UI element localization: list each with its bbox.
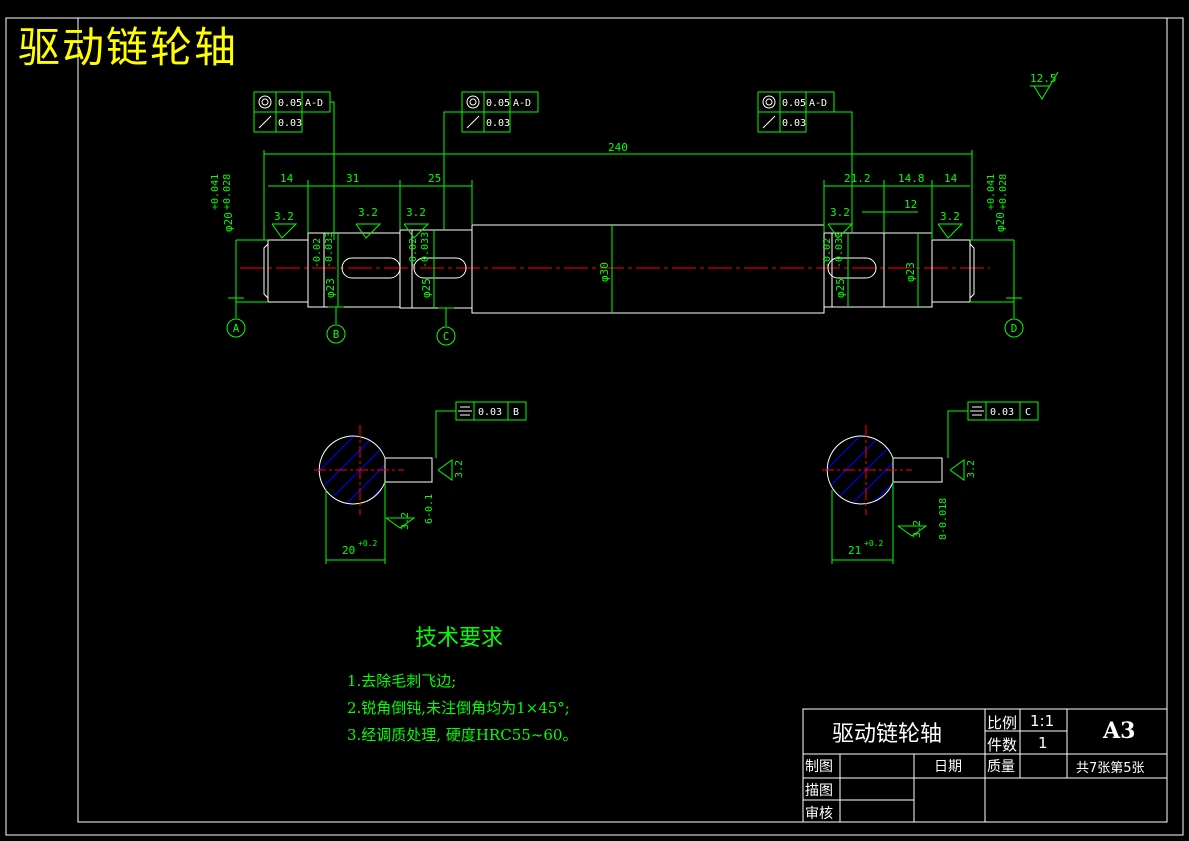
tech-item-2: 2.锐角倒钝,未注倒角均为1×45°; xyxy=(347,699,570,717)
drawing-title: 驱动链轮轴 xyxy=(18,23,239,72)
sec-b-key-width: 20 xyxy=(342,544,355,557)
roughness-2: 3.2 xyxy=(358,206,378,219)
roughness-1: 3.2 xyxy=(274,210,294,223)
runout-value-right: 0.05 xyxy=(782,98,806,109)
runout-value-left: 0.05 xyxy=(278,98,302,109)
roughness-3: 3.2 xyxy=(406,206,426,219)
tech-item-1: 1.去除毛刺飞边; xyxy=(347,672,457,690)
dim-25: 25 xyxy=(428,172,441,185)
dim-31: 31 xyxy=(346,172,359,185)
sec-b-key-width-tol: +0.2 xyxy=(358,539,377,548)
sec-b-roughness-1: 3.2 xyxy=(454,460,465,478)
tolerance-frame-right: 0.05 A-D 0.03 xyxy=(757,91,853,233)
dim-tol-002-b: -0.02 xyxy=(312,238,323,268)
circular-value-mid: 0.03 xyxy=(486,118,510,129)
shaft-outline xyxy=(263,224,975,314)
title-block-date-label: 日期 xyxy=(934,759,962,775)
sec-c-roughness-2: 3.2 xyxy=(912,520,923,538)
tech-requirements-title: 技术要求 xyxy=(415,626,504,651)
dim-dia-23-right: φ23 xyxy=(904,262,917,282)
tolerance-frame-mid: 0.05 A-D 0.03 xyxy=(443,91,539,230)
datum-b: B xyxy=(333,328,340,341)
general-roughness-value: 12.5 xyxy=(1030,72,1057,85)
circular-value-left: 0.03 xyxy=(278,118,302,129)
runout-datum-right: A-D xyxy=(809,98,827,109)
dim-dia-25: φ25 xyxy=(420,278,433,298)
roughness-4: 3.2 xyxy=(830,206,850,219)
sec-c-key-width: 21 xyxy=(848,544,861,557)
runout-value-mid: 0.05 xyxy=(486,98,510,109)
dim-dia-left-tol-upper: +0.041 xyxy=(210,174,221,210)
title-block-checked-label: 审核 xyxy=(805,806,833,822)
title-block-part-name: 驱动链轮轴 xyxy=(832,722,943,747)
datum-a: A xyxy=(233,322,240,335)
tolerance-frame-left: 0.05 A-D 0.03 xyxy=(253,91,335,240)
diameter-dim-lines xyxy=(235,225,1015,313)
title-block-count-label: 件数 xyxy=(987,736,1018,754)
title-block-drawn-label: 制图 xyxy=(805,759,833,775)
title-block-count-value: 1 xyxy=(1038,734,1048,752)
dim-dia-left: φ20 xyxy=(222,212,235,232)
title-block-traced-label: 描图 xyxy=(805,783,833,799)
dim-dia-30: φ30 xyxy=(598,262,611,282)
dim-dia-right-tol-lower: +0.028 xyxy=(998,174,1009,210)
sym-c-value: 0.03 xyxy=(990,407,1014,418)
dim-14-right: 14 xyxy=(944,172,958,185)
sym-b-datum: B xyxy=(513,407,519,418)
dim-dia-23: φ23 xyxy=(324,278,337,298)
datum-c: C xyxy=(443,330,450,343)
shaft-roughness-texts: 3.2 3.2 3.2 3.2 3.2 xyxy=(274,206,960,223)
title-block-scale-label: 比例 xyxy=(987,714,1018,732)
sec-c-roughness-1: 3.2 xyxy=(966,460,977,478)
dim-total-length: 240 xyxy=(608,141,628,154)
inner-frame xyxy=(77,17,1168,823)
dim-dia-left-tol-lower: +0.028 xyxy=(222,174,233,210)
dim-tol-002-d: -0.02 xyxy=(822,238,833,268)
title-block-mass-label: 质量 xyxy=(987,759,1015,775)
dim-dia-right: φ20 xyxy=(994,212,1007,232)
dim-14-left: 14 xyxy=(280,172,294,185)
title-block-grid xyxy=(802,708,1168,823)
dim-tol-0033-d: -0.033 xyxy=(834,232,845,268)
dim-tol-002-c: -0.02 xyxy=(408,238,419,268)
sym-c-datum: C xyxy=(1025,407,1031,418)
shaft-roughness-symbols xyxy=(271,223,964,239)
general-roughness-symbol: 12.5 xyxy=(1030,71,1059,100)
sec-c-key-width-tol: +0.2 xyxy=(864,539,883,548)
datum-letters: A B C D xyxy=(233,322,1018,343)
dim-dia-right-tol-upper: +0.041 xyxy=(986,174,997,210)
section-view-b: 0.03 B 3.2 3.2 20 +0.2 6-0.1 xyxy=(314,401,527,564)
sec-c-key-depth: 8-0.018 xyxy=(938,498,949,540)
circular-value-right: 0.03 xyxy=(782,118,806,129)
title-block-sheets: 共7张第5张 xyxy=(1076,761,1145,776)
dim-dia-25-right: φ25 xyxy=(834,278,847,298)
section-view-c: 0.03 C 3.2 3.2 21 +0.2 8-0.018 xyxy=(822,401,1039,564)
dim-tol-0033-b: -0.033 xyxy=(324,232,335,268)
dim-tol-0033-c: -0.033 xyxy=(420,232,431,268)
sec-b-key-depth: 6-0.1 xyxy=(424,494,435,524)
dimension-texts: 240 14 31 25 21.2 14.8 14 12 φ20 +0.041 … xyxy=(210,141,1009,298)
sym-b-value: 0.03 xyxy=(478,407,502,418)
dim-14-8: 14.8 xyxy=(898,172,925,185)
runout-datum-left: A-D xyxy=(305,98,323,109)
roughness-5: 3.2 xyxy=(940,210,960,223)
title-block-sheet-size: A3 xyxy=(1103,718,1136,744)
title-block-scale-value: 1:1 xyxy=(1030,712,1055,730)
tech-item-3: 3.经调质处理, 硬度HRC55~60。 xyxy=(347,726,578,744)
sec-b-roughness-2: 3.2 xyxy=(400,512,411,530)
datum-d: D xyxy=(1011,322,1018,335)
dim-12: 12 xyxy=(904,198,917,211)
dim-21-2: 21.2 xyxy=(844,172,871,185)
datum-markers xyxy=(226,297,1024,346)
runout-datum-mid: A-D xyxy=(513,98,531,109)
length-dim-lines xyxy=(263,150,973,240)
